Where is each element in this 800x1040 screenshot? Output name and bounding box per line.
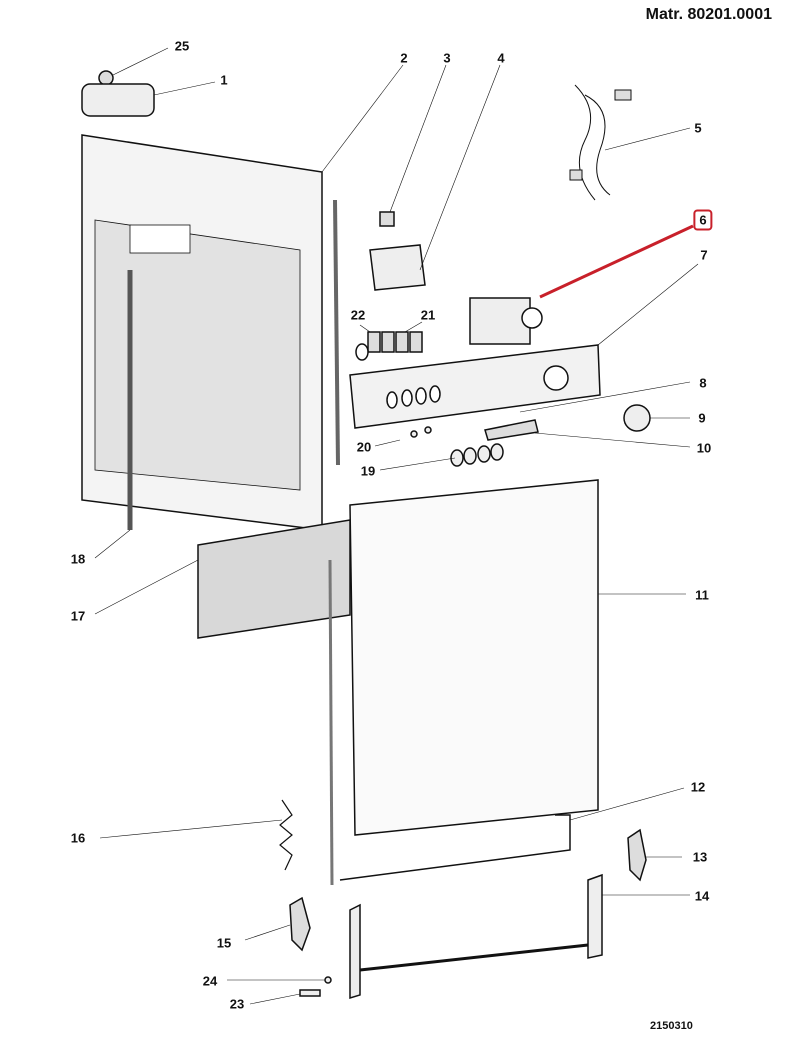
- part-14-bracket: [349, 873, 603, 1000]
- callout-label-13: 13: [692, 849, 708, 865]
- part-22-lamp: [355, 343, 369, 361]
- part-9-knob: [623, 404, 651, 432]
- callout-label-25: 25: [174, 38, 190, 54]
- callout-label-4: 4: [497, 50, 505, 66]
- callout-label-7: 7: [700, 247, 708, 263]
- callout-label-16: 16: [70, 830, 86, 846]
- callout-label-23: 23: [229, 996, 245, 1012]
- callout-label-2: 2: [400, 50, 408, 66]
- part-11-outer-door: [349, 479, 599, 836]
- part-5-wiring-harness: [569, 84, 632, 201]
- panel-buttons: [386, 385, 441, 409]
- callout-label-5: 5: [694, 120, 702, 136]
- callout-label-20: 20: [356, 439, 372, 455]
- callout-label-21: 21: [420, 307, 436, 323]
- part-21-connectors: [367, 331, 423, 353]
- part-3-clip: [379, 211, 395, 227]
- part-4-door-lock: [369, 244, 426, 291]
- part-24-clip: [324, 976, 332, 984]
- callout-label-11: 11: [695, 587, 709, 603]
- callout-label-19: 19: [360, 463, 376, 479]
- part-1-handle: [81, 83, 155, 117]
- callout-label-9: 9: [698, 410, 706, 426]
- part-17-insulation: [197, 519, 351, 639]
- callout-label-17: 17: [70, 608, 86, 624]
- drawing-code: 2150310: [650, 1020, 693, 1032]
- leader-lines: [94, 47, 699, 1005]
- callout-label-10: 10: [696, 440, 712, 456]
- highlight-leader-6: [539, 224, 694, 299]
- part-6-timer: [469, 297, 543, 345]
- part-15-hinge: [289, 896, 311, 952]
- part-19-buttons: [450, 443, 504, 467]
- callout-label-6: 6: [693, 209, 713, 231]
- part-16-spring: [279, 799, 293, 871]
- part-12-bottom-strip: [339, 814, 571, 881]
- part-20-pins: [410, 426, 432, 438]
- callout-label-1: 1: [220, 72, 228, 88]
- callout-label-14: 14: [694, 888, 710, 904]
- callout-label-18: 18: [70, 551, 86, 567]
- callout-label-24: 24: [202, 973, 218, 989]
- callout-label-22: 22: [350, 307, 366, 323]
- part-7-control-panel: [349, 344, 601, 429]
- part-13-hinge: [627, 828, 647, 882]
- callout-label-8: 8: [699, 375, 707, 391]
- part-10-display-cover: [484, 419, 539, 441]
- callout-label-15: 15: [216, 935, 232, 951]
- part-23-pin: [299, 989, 321, 997]
- callout-label-3: 3: [443, 50, 451, 66]
- callout-label-12: 12: [690, 779, 706, 795]
- material-number: Matr. 80201.0001: [645, 6, 772, 23]
- part-25-cap: [98, 70, 114, 86]
